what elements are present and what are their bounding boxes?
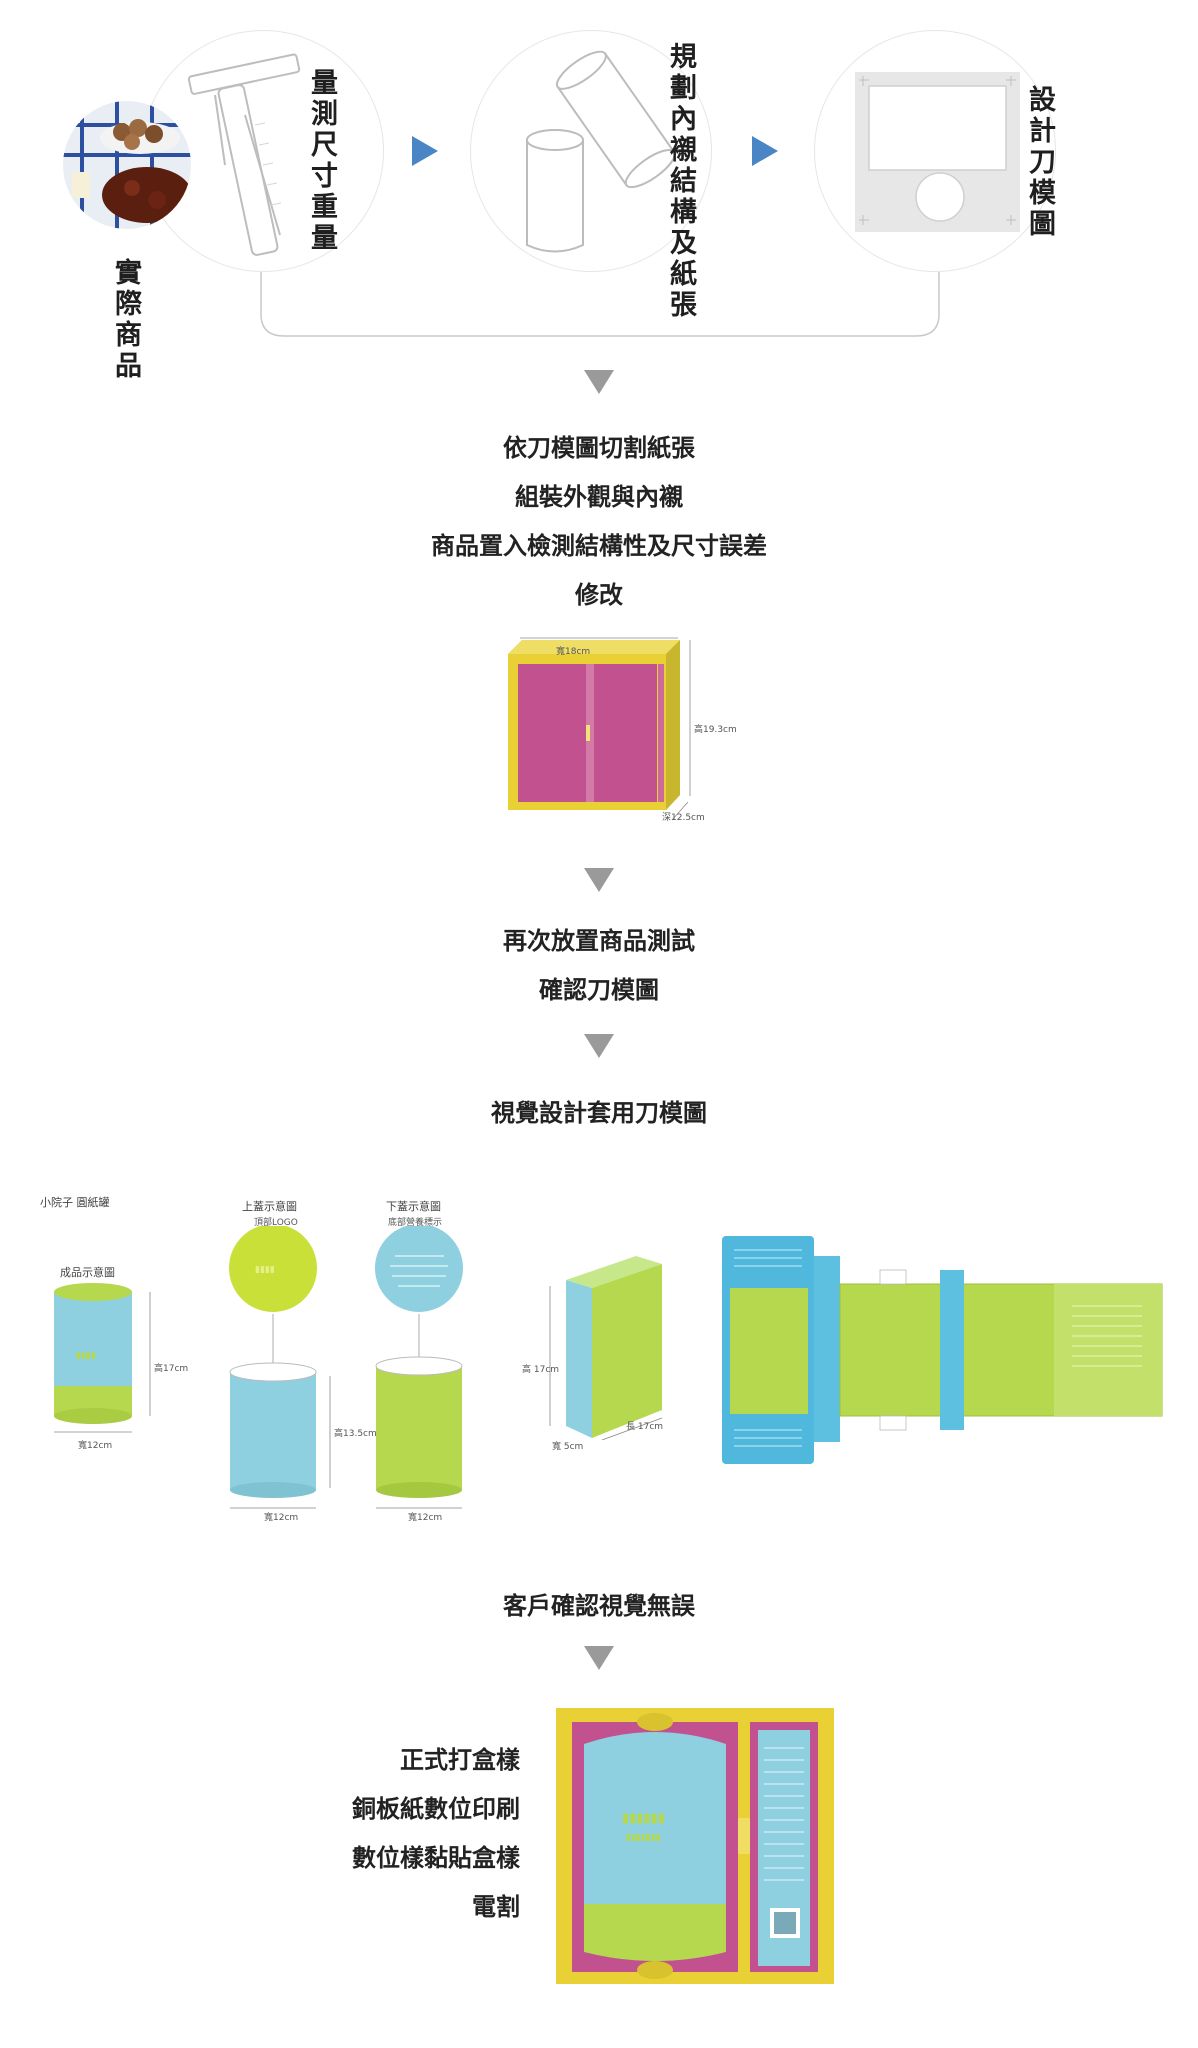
die-illustration (855, 72, 1020, 232)
measure-label: 量測尺寸重量 (308, 68, 335, 254)
tube-illustration (505, 40, 675, 260)
product-photo (62, 100, 192, 230)
sheet-title: 小院子 圓紙罐 (40, 1194, 110, 1210)
step2-line-2: 組裝外觀與內襯 (0, 477, 1198, 512)
svg-text:▮▮▮▮▮▮▮: ▮▮▮▮▮▮▮ (626, 1833, 661, 1843)
final-box-sample: ▮▮▮▮▮▮ ▮▮▮▮▮▮▮ (556, 1708, 834, 1984)
can-height-label: 高17cm (154, 1361, 188, 1374)
step6-line-1: 正式打盒樣 (260, 1740, 520, 1775)
arrow-down-4 (584, 1646, 614, 1670)
box-height-label: 高19.3cm (694, 722, 737, 735)
arrow-down-1 (584, 370, 614, 394)
svg-text:▮▮▮▮▮▮: ▮▮▮▮▮▮ (622, 1811, 665, 1826)
cans-illustration: ▮▮▮▮ ▮▮▮▮ (40, 1226, 480, 1526)
arrow-down-2 (584, 868, 614, 892)
arrow-right-1 (412, 136, 438, 166)
bracket-connector (258, 272, 943, 342)
arrow-right-2 (752, 136, 778, 166)
step4-line: 視覺設計套用刀模圖 (0, 1093, 1198, 1128)
box-height-2-label: 高 17cm (522, 1362, 559, 1375)
step2-line-1: 依刀模圖切割紙張 (0, 428, 1198, 463)
step6-line-2: 銅板紙數位印刷 (260, 1789, 520, 1824)
box-depth-2-label: 寬 5cm (552, 1439, 583, 1452)
step3-line-1: 再次放置商品測試 (0, 921, 1198, 956)
top-label: 上蓋示意圖 (242, 1198, 297, 1214)
lid-width-2-label: 寬12cm (408, 1510, 442, 1523)
svg-text:▮▮▮▮: ▮▮▮▮ (255, 1265, 275, 1275)
arrow-down-3 (584, 1034, 614, 1058)
caliper-illustration (175, 45, 325, 260)
svg-text:▮▮▮▮: ▮▮▮▮ (76, 1351, 96, 1361)
actual-product-label: 實際商品 (112, 258, 139, 382)
bottom-label: 下蓋示意圖 (386, 1198, 441, 1214)
box-width-2-label: 長 17cm (626, 1419, 663, 1432)
die-design-label: 設計刀模圖 (1026, 85, 1053, 240)
step6-line-3: 數位樣黏貼盒樣 (260, 1838, 520, 1873)
box-depth-label: 深12.5cm (662, 810, 705, 823)
step6-line-4: 電割 (260, 1887, 520, 1922)
step2-line-4: 修改 (0, 575, 1198, 610)
can-width-label: 寬12cm (78, 1438, 112, 1451)
gift-box-3d (540, 1250, 690, 1440)
dieline-flat (722, 1236, 1167, 1466)
step3-line-2: 確認刀模圖 (0, 970, 1198, 1005)
lid-height-label: 高13.5cm (334, 1426, 377, 1439)
step2-line-3: 商品置入檢測結構性及尺寸誤差 (0, 526, 1198, 561)
step5-line: 客戶確認視覺無誤 (0, 1586, 1198, 1621)
box-dim-lines (508, 630, 718, 840)
lid-width-1-label: 寬12cm (264, 1510, 298, 1523)
